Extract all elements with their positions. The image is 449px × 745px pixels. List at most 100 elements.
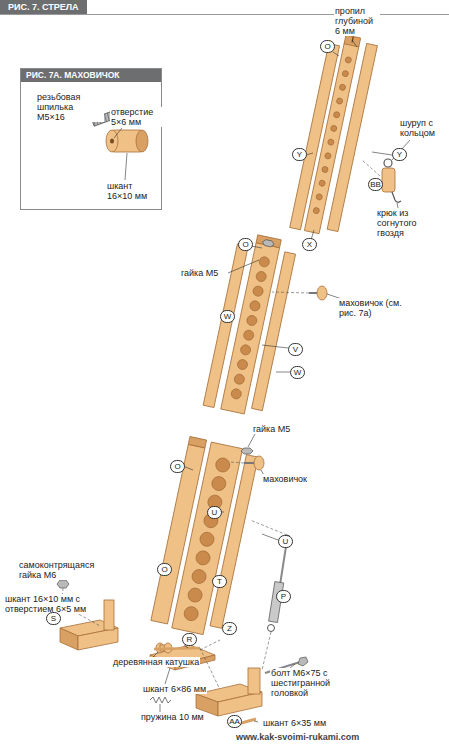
part-label: гайка М5 <box>252 424 291 434</box>
drilled-hole <box>319 180 326 187</box>
callout-letter: S <box>46 612 61 625</box>
base-block-aa <box>248 668 260 694</box>
part-label: шкант 6×86 мм <box>142 684 207 694</box>
part-label: шкант 6×35 мм <box>262 718 327 728</box>
middle-boom-section <box>252 252 296 411</box>
callout-letter: O <box>320 40 335 53</box>
middle-boom-section <box>203 231 298 417</box>
boom-illustration <box>248 434 255 447</box>
knob <box>244 462 255 464</box>
bottom-boom-section <box>150 437 259 639</box>
knob <box>309 286 327 300</box>
drilled-hole <box>233 373 245 385</box>
drilled-hole <box>345 56 352 63</box>
part-label: самоконтрящаяся гайка М6 <box>18 560 102 580</box>
inset-heading: РИС. 7А. МАХОВИЧОК <box>21 69 161 82</box>
boom-illustration <box>160 704 161 712</box>
ring-screw-hook <box>384 159 392 167</box>
boom-illustration <box>276 372 290 373</box>
callout-letter: Y <box>292 148 307 161</box>
base-block-aa <box>218 692 262 716</box>
part-label: гайка М5 <box>180 268 219 278</box>
boom-illustration <box>262 632 271 670</box>
part-label: шкант 16×10 мм с отверстием 6×5 мм <box>4 594 94 614</box>
boom-illustration <box>150 697 171 703</box>
part-label: шуруп с кольцом <box>399 118 446 138</box>
boom-illustration <box>352 40 357 47</box>
part-label: деревянная катушка <box>112 657 200 667</box>
ring-screw-hook <box>392 192 401 202</box>
drilled-hole <box>230 388 242 400</box>
drilled-hole <box>339 84 346 91</box>
top-boom-section <box>290 32 379 238</box>
drilled-hole <box>237 359 249 371</box>
drilled-hole <box>258 256 270 268</box>
ring-screw-hook <box>382 168 395 192</box>
boom-illustration <box>272 292 309 293</box>
ring-screw-hook <box>382 159 401 202</box>
drilled-hole <box>321 166 328 173</box>
knob <box>244 456 264 470</box>
knob <box>317 286 327 300</box>
self-locking-nut <box>57 580 69 588</box>
callout-letter: AA <box>227 715 242 728</box>
knob-dowel <box>110 139 114 144</box>
drilled-hole <box>324 152 331 159</box>
drilled-hole <box>316 193 323 200</box>
drilled-hole <box>330 125 337 132</box>
boom-illustration <box>125 153 127 180</box>
base-block-s <box>104 600 114 630</box>
callout-letter: X <box>302 238 317 251</box>
drilled-hole <box>199 531 216 548</box>
drilled-hole <box>183 605 200 622</box>
part-label: резьбовая шпилька М5×16 <box>36 92 104 122</box>
thread-stroke <box>104 114 108 122</box>
knob-dowel <box>106 130 118 152</box>
drilled-hole <box>249 300 261 312</box>
callout-letter: V <box>288 343 303 356</box>
drilled-hole <box>191 568 208 585</box>
bottom-boom-section <box>210 455 258 629</box>
boom-illustration <box>333 52 339 56</box>
bolt-m6 <box>298 657 308 666</box>
drilled-hole <box>195 550 212 567</box>
top-boom-section <box>344 35 361 47</box>
callout-letter: BB <box>368 178 383 191</box>
boom-illustration <box>254 721 258 722</box>
callout-letter: Y <box>392 148 407 161</box>
callout-letter: T <box>212 575 227 588</box>
boom-illustration <box>230 462 244 463</box>
knob <box>254 456 264 470</box>
boom-illustration <box>228 260 259 273</box>
part-label: маховичок <box>262 474 308 484</box>
self-locking-nut <box>57 580 69 588</box>
base-block-s <box>78 628 118 650</box>
boom-illustration <box>241 448 253 454</box>
callout-letter: W <box>290 366 305 379</box>
drilled-hole <box>252 285 264 297</box>
callout-letter: U <box>278 535 293 548</box>
drilled-hole <box>240 344 252 356</box>
drilled-hole <box>243 329 255 341</box>
drilled-hole <box>187 587 204 604</box>
part-label: маховичок (см. рис. 7а) <box>338 298 412 318</box>
part-label: отверстие 5×6 мм <box>110 107 164 127</box>
part-label: пружина 10 мм <box>140 712 205 722</box>
gas-strut <box>268 625 275 632</box>
middle-boom-section <box>256 235 281 248</box>
drilled-hole <box>336 98 343 105</box>
knob-dowel <box>106 130 148 152</box>
boom-illustration <box>372 152 392 155</box>
callout-letter: O <box>170 460 185 473</box>
drilled-hole <box>246 315 258 327</box>
callout-letter: P <box>276 590 291 603</box>
drilled-hole <box>255 271 267 283</box>
part-label: шкант 16×10 мм <box>106 181 156 201</box>
drilled-hole <box>342 70 349 77</box>
middle-boom-section <box>262 239 275 247</box>
boom-illustration <box>262 534 278 540</box>
part-label: пропил глубиной 6 мм <box>334 6 380 36</box>
drilled-hole <box>313 207 320 214</box>
gas-strut <box>268 535 291 632</box>
bottom-boom-section <box>188 437 206 448</box>
